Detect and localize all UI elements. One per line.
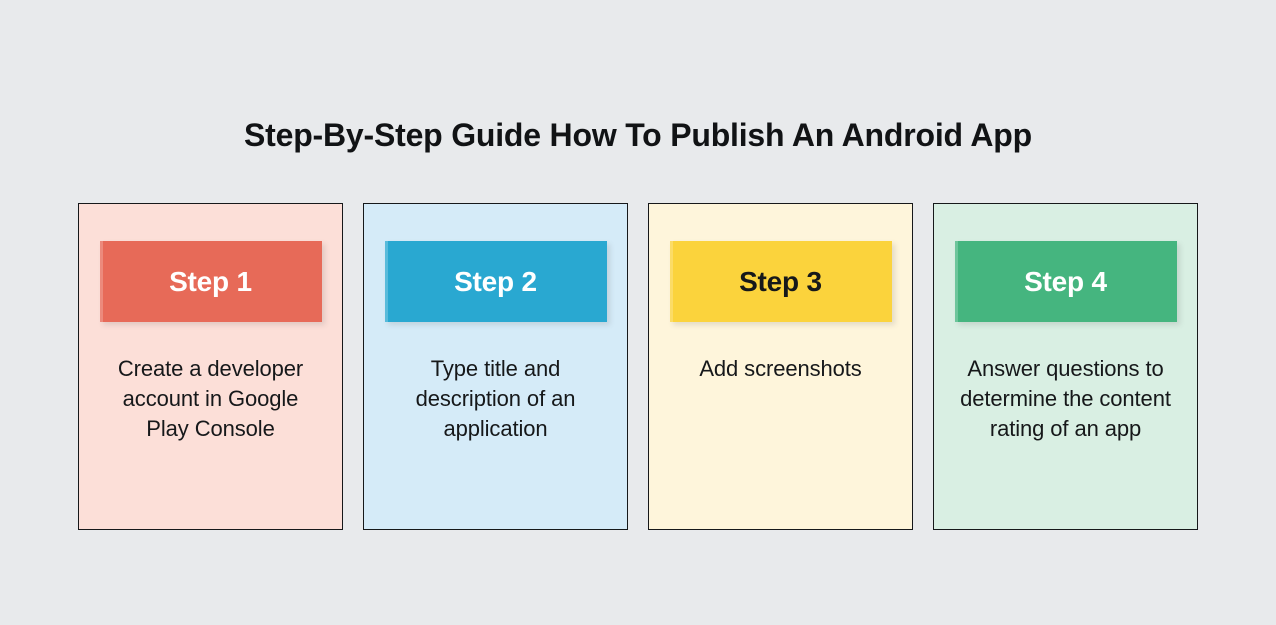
step-description-3: Add screenshots [699, 356, 862, 381]
step-description-2: Type title and description of an applica… [415, 356, 576, 441]
step-badge-2: Step 2 [384, 241, 607, 322]
page-title: Step-By-Step Guide How To Publish An And… [244, 117, 1032, 154]
step-badge-label-1: Step 1 [169, 265, 252, 297]
step-badge-3: Step 3 [669, 241, 892, 322]
step-description-1: Create a developer account in Google Pla… [117, 356, 304, 441]
step-card-3: Step 3 Add screenshots [648, 203, 913, 530]
step-badge-label-3: Step 3 [739, 265, 822, 297]
step-card-4: Step 4 Answer questions to determine the… [933, 203, 1198, 530]
step-card-2: Step 2 Type title and description of an … [363, 203, 628, 530]
step-badge-4: Step 4 [954, 241, 1177, 322]
step-badge-label-4: Step 4 [1024, 265, 1107, 297]
step-card-1: Step 1 Create a developer account in Goo… [78, 203, 343, 530]
step-badge-label-2: Step 2 [454, 265, 537, 297]
step-card-row: Step 1 Create a developer account in Goo… [78, 203, 1198, 530]
step-description-4: Answer questions to determine the conten… [960, 356, 1171, 441]
step-badge-1: Step 1 [99, 241, 322, 322]
